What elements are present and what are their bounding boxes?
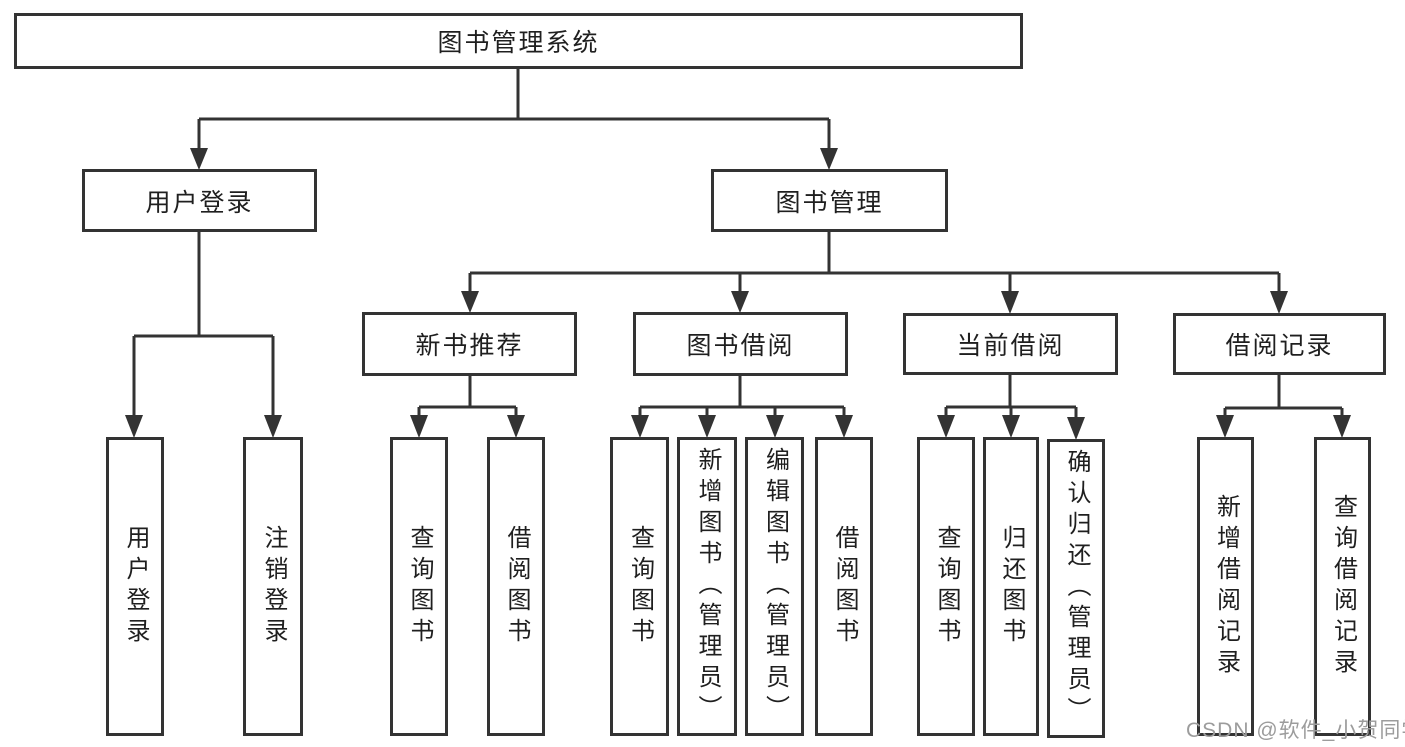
leaf-add-books-admin: 新增图书（管理员）: [677, 437, 737, 736]
leaf-borrow-query-books: 查询图书: [610, 437, 669, 736]
leaf-add-borrow-record: 新增借阅记录: [1197, 437, 1254, 736]
watermark-text: CSDN @软件_小贺同学: [1186, 719, 1405, 742]
leaf-borrow-books: 借阅图书: [815, 437, 873, 736]
leaf-return-books: 归还图书: [983, 437, 1039, 736]
leaf-recommend-query-books: 查询图书: [390, 437, 448, 736]
node-root: 图书管理系统: [14, 13, 1023, 69]
node-book-management: 图书管理: [711, 169, 948, 232]
leaf-current-query-books: 查询图书: [917, 437, 975, 736]
arrowheads: [125, 148, 1351, 440]
node-current-borrow: 当前借阅: [903, 313, 1118, 375]
leaf-edit-books-admin: 编辑图书（管理员）: [745, 437, 804, 736]
leaf-recommend-borrow-books: 借阅图书: [487, 437, 545, 736]
leaf-logout: 注销登录: [243, 437, 303, 736]
node-new-book-recommend: 新书推荐: [362, 312, 577, 376]
leaf-confirm-return-admin: 确认归还（管理员）: [1047, 439, 1105, 738]
leaf-query-borrow-record: 查询借阅记录: [1314, 437, 1371, 736]
node-book-borrow: 图书借阅: [633, 312, 848, 376]
node-user-login: 用户登录: [82, 169, 317, 232]
leaf-user-login: 用户登录: [106, 437, 164, 736]
node-borrow-records: 借阅记录: [1173, 313, 1386, 375]
